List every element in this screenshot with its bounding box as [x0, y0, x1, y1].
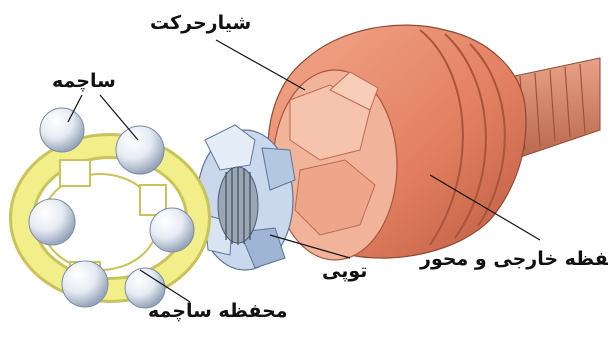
label-ball: ساچمه: [52, 72, 116, 91]
leader-ball-groove: [216, 40, 305, 90]
label-ball-groove: شیارحرکت: [150, 14, 251, 33]
ball: [40, 108, 84, 152]
label-ball-cage: محفظه ساچمه: [148, 302, 288, 321]
label-inner-race: توپی: [322, 262, 367, 281]
ball: [29, 199, 75, 245]
label-outer-housing: محفظه خارجی و محور: [420, 250, 608, 269]
ball: [150, 208, 194, 252]
outer-housing: [268, 25, 526, 260]
ball: [62, 261, 108, 307]
ball: [116, 126, 164, 174]
